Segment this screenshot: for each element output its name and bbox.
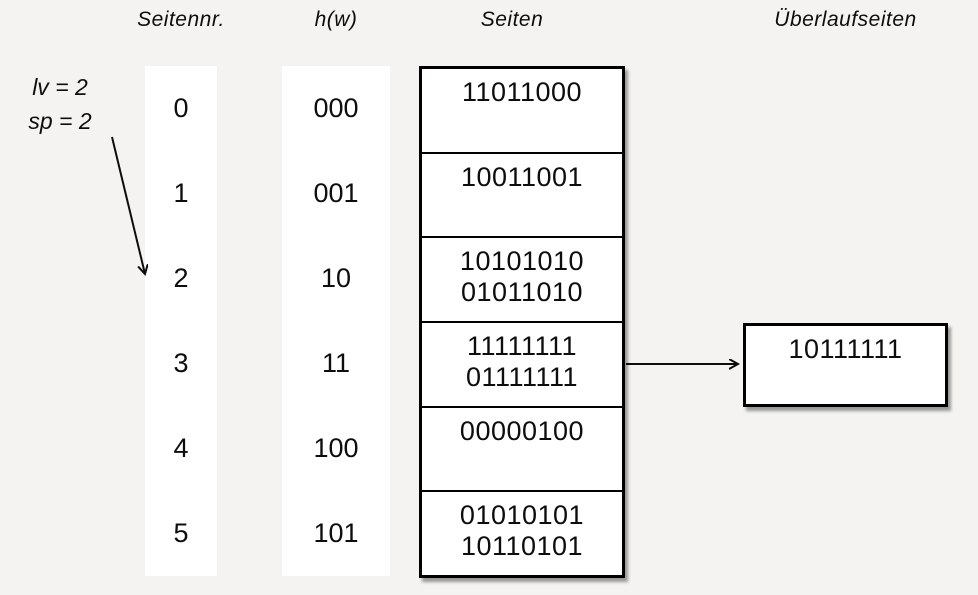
bucket-entry: 11011000 [461, 77, 583, 107]
column-header-pages: Seiten [480, 8, 544, 31]
hash-value-cell: 001 [313, 178, 359, 208]
bucket-entry: 01111111 [465, 362, 579, 393]
bucket-row-3: 11111111 01111111 [422, 323, 622, 408]
column-header-page-number: Seitennr. [137, 8, 225, 31]
state-annotation: lv = 2 sp = 2 [10, 70, 110, 138]
bucket-entry: 11111111 [466, 331, 578, 362]
bucket-row-2: 10101010 01011010 [422, 238, 622, 324]
bucket-row-1: 10011001 [422, 154, 622, 239]
page-number-cell: 1 [173, 178, 189, 208]
column-header-overflow-pages: Überlaufseiten [774, 8, 917, 31]
hash-value-column: 000 001 10 11 100 101 [282, 66, 390, 576]
overflow-entry: 10111111 [788, 334, 903, 364]
hash-value-cell: 100 [313, 433, 359, 463]
split-pointer-value: sp = 2 [28, 108, 92, 134]
page-number-cell: 5 [173, 518, 189, 548]
hash-value-cell: 000 [313, 93, 359, 123]
page-number-cell: 4 [173, 433, 189, 463]
level-value: lv = 2 [32, 74, 88, 100]
bucket-entry: 10110101 [460, 531, 584, 562]
hash-value-cell: 101 [313, 518, 359, 548]
bucket-entry: 01011010 [460, 277, 584, 308]
page-number-column: 0 1 2 3 4 5 [145, 66, 217, 576]
overflow-page-box: 10111111 [743, 323, 948, 407]
bucket-entry: 01010101 [459, 500, 585, 531]
bucket-row-4: 00000100 [422, 408, 622, 493]
column-header-hash-function: h(w) [314, 8, 358, 31]
bucket-table: 11011000 10011001 10101010 01011010 1111… [419, 66, 625, 578]
page-number-cell: 2 [173, 263, 189, 293]
bucket-entry: 10101010 [459, 246, 585, 277]
page-number-cell: 3 [173, 348, 189, 378]
bucket-entry: 10011001 [460, 161, 584, 192]
hash-value-cell: 10 [320, 263, 352, 293]
split-pointer-arrow [111, 136, 145, 274]
page-number-cell: 0 [173, 93, 189, 123]
bucket-row-5: 01010101 10110101 [422, 492, 622, 575]
hash-value-cell: 11 [321, 348, 351, 378]
bucket-row-0: 11011000 [422, 69, 622, 154]
bucket-entry: 00000100 [459, 415, 585, 446]
